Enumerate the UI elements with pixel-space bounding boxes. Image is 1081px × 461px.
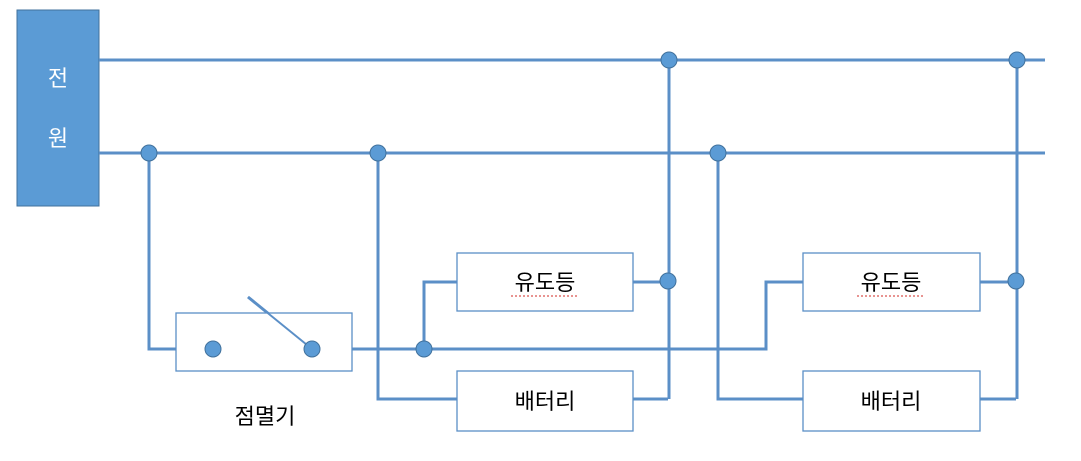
battery-2-box [802, 370, 981, 432]
junction-node [140, 144, 158, 162]
switch-contact-left [204, 340, 222, 358]
guide-light-2-box [802, 252, 981, 312]
power-label-line1: 전 [48, 67, 68, 92]
guide-light-1-input-wire [422, 280, 457, 349]
junction-node [369, 144, 387, 162]
battery-1-label: 배터리 [515, 390, 576, 415]
guide-light-2-label: 유도등 [861, 271, 922, 296]
power-source-block [16, 9, 100, 207]
battery-2-input-wire [716, 153, 803, 401]
flasher-label: 점멸기 [235, 405, 296, 430]
junction-node [709, 144, 727, 162]
battery-1-input-wire [376, 153, 457, 401]
switch-output-wire [312, 280, 803, 351]
junction-node [659, 272, 677, 290]
battery-2-label: 배터리 [861, 390, 922, 415]
battery-1-box [456, 370, 634, 432]
junction-node [415, 340, 433, 358]
wires [99, 58, 1045, 401]
guide-light-1-box [456, 252, 634, 312]
switch-blade-front [247, 296, 313, 350]
guide-light-1-label: 유도등 [515, 271, 576, 296]
junction-node [660, 51, 678, 69]
flasher-box [175, 312, 353, 372]
switch-contact-right [303, 340, 321, 358]
power-label-line2: 원 [48, 127, 68, 152]
junction-node [1008, 51, 1026, 69]
junction-node [1007, 272, 1025, 290]
